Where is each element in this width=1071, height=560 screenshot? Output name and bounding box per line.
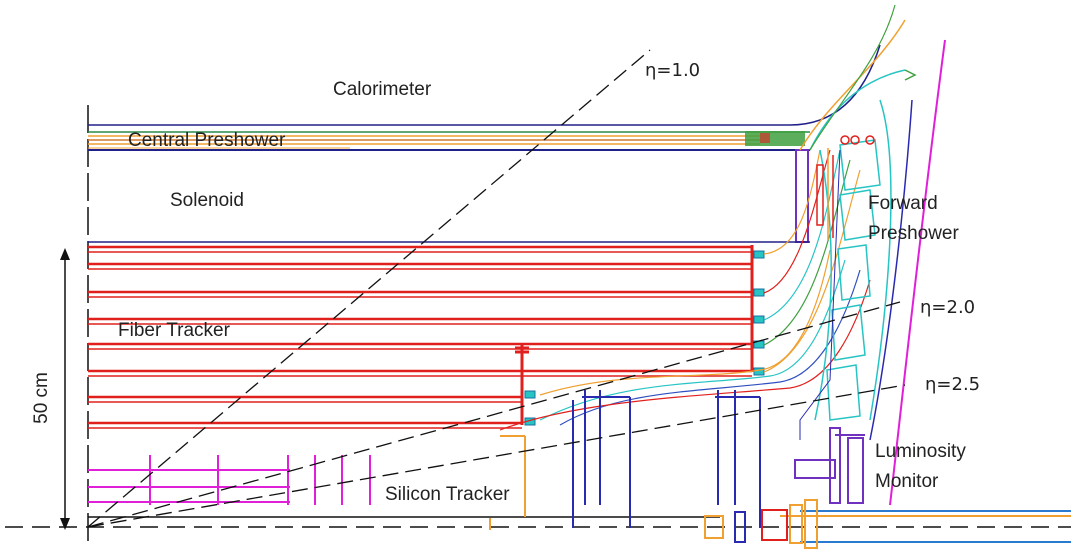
scale-label: 50 cm (31, 372, 52, 424)
fiber-tracker-bracket (515, 346, 529, 354)
silicon-tracker-label: Silicon Tracker (385, 484, 510, 505)
luminosity-monitor-label-line1: Luminosity (875, 441, 966, 462)
eta-1-label: η=1.0 (645, 60, 700, 81)
outer-blue-boundary (869, 99, 913, 441)
outer-orange-curve (799, 19, 906, 151)
central-preshower (88, 131, 810, 149)
silicon-tracker (88, 435, 526, 517)
forward-preshower-label-line1: Forward (868, 193, 938, 214)
scale-bar (60, 248, 70, 530)
outer-green-curve (809, 4, 896, 151)
luminosity-monitor (794, 427, 865, 504)
eta-2-label: η=2.0 (920, 297, 975, 318)
beamline-components (489, 499, 818, 549)
outer-magenta-boundary (889, 39, 946, 506)
calorimeter-boundary (88, 44, 881, 126)
solenoid-label: Solenoid (170, 190, 244, 211)
fiber-readout-cables (499, 149, 871, 431)
eta-1-line (87, 49, 651, 528)
central-preshower-label: Central Preshower (128, 130, 286, 151)
forward-preshower-label-line2: Preshower (868, 223, 959, 244)
eta-3-label: η=2.5 (925, 374, 980, 395)
fiber-tracker-label: Fiber Tracker (118, 320, 231, 341)
luminosity-monitor-label-line2: Monitor (875, 471, 939, 492)
calorimeter-label: Calorimeter (333, 79, 432, 100)
silicon-support-structures (572, 390, 761, 528)
fiber-tracker-layers (88, 245, 752, 429)
eta-3-line (87, 384, 906, 528)
fiber-connectors (524, 250, 765, 426)
eta-2-line (87, 301, 901, 528)
